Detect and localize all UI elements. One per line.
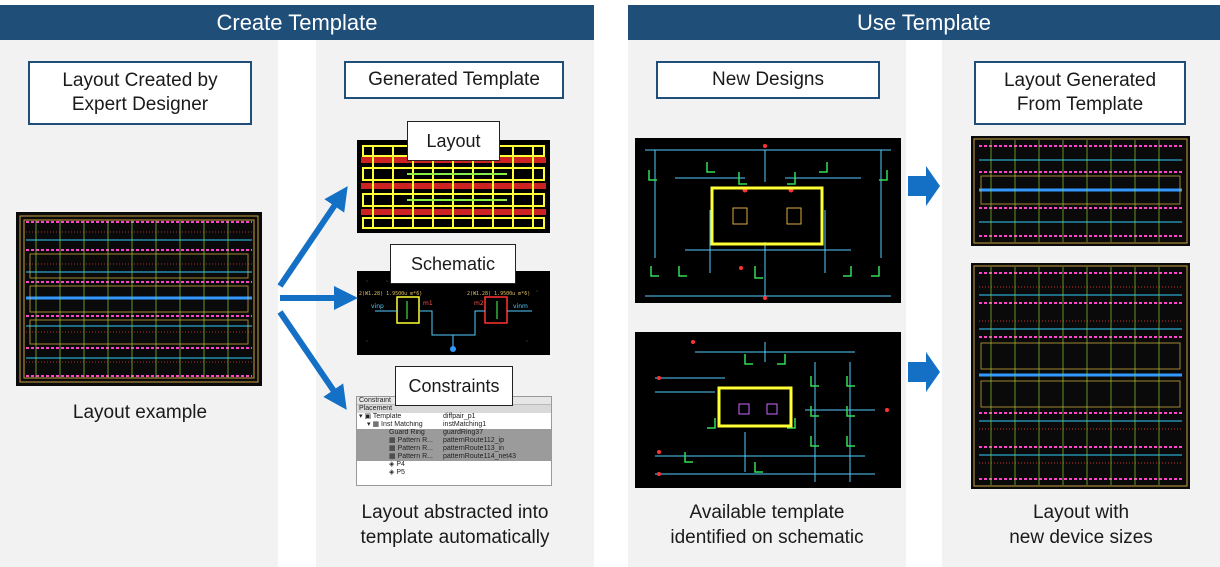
template-schematic-image: 2(W1.28) 1.9500u m*6) 2(W1.28) 1.9500u m… [357,271,550,355]
constraint-value: instMatching1 [443,421,487,428]
constraint-name-text: Inst Matching [381,421,423,428]
constraints-subheader: Placement [357,405,551,413]
tag-schematic: Schematic [390,244,516,284]
caption-generated-layout-line1: Layout with [1032,502,1130,523]
constraint-icon: ▦ [389,453,398,460]
constraint-value [443,461,551,469]
title-expert-line2: Expert Designer [71,94,209,115]
banner-create-template: Create Template [0,5,594,40]
constraint-value: patternRoute114_net43 [443,453,517,460]
title-generated-template: Generated Template [344,61,564,99]
constraint-name: ◈ P5 [357,469,443,477]
generated-layout-2-art [971,263,1190,489]
constraint-value: patternRoute113_in [443,445,504,452]
constraint-name: ◈ P4 [357,461,443,469]
title-layout-generated-line1: Layout Generated [1003,70,1157,91]
generated-layout-1 [971,136,1190,246]
banner-use-template: Use Template [628,5,1220,40]
constraint-icon: ◈ [389,469,397,476]
constraint-name-text: Guard Ring [389,429,425,436]
generated-layout-1-art [971,136,1190,246]
constraint-row[interactable]: ◈ P5 [357,469,551,477]
caption-new-designs-line2: identified on schematic [670,527,864,548]
constraint-icon: ▦ [389,437,398,444]
constraint-name-text: P5 [396,469,405,476]
constraint-name: ▦ Pattern R... [357,453,443,461]
constraint-row[interactable]: ◈ P4 [357,461,551,469]
schematic-dev-right: m2 [474,300,484,307]
tag-layout: Layout [407,121,500,161]
constraint-name: ▾ ▦ Inst Matching [357,421,443,429]
caption-generated-template: Layout abstracted into template automati… [320,500,590,550]
caption-new-designs-line1: Available template [689,502,845,523]
title-layout-generated: Layout Generated From Template [974,61,1186,125]
constraint-icon: ▾ ▦ [367,421,382,428]
constraint-row[interactable]: ▦ Pattern R...patternRoute113_in [357,445,551,453]
schematic-pin-left: vinp [371,303,384,310]
constraint-name-text: Template [372,413,402,420]
title-expert-layout: Layout Created by Expert Designer [28,61,252,125]
new-design-schematic-1-art [635,138,901,303]
constraint-name-text: Pattern R... [397,437,433,444]
caption-new-designs: Available template identified on schemat… [630,500,904,550]
title-new-designs: New Designs [656,61,880,99]
arrow-use-1 [908,166,940,206]
generated-layout-2 [971,263,1190,489]
new-design-schematic-2-art [635,332,901,488]
caption-generated-line1: Layout abstracted into [361,502,549,523]
constraint-value: diffpair_p1 [443,413,476,420]
schematic-pin-right: vinm [513,303,528,310]
caption-layout-example: Layout example [72,402,208,423]
constraint-name-text: Pattern R... [397,453,433,460]
constraint-name: ▦ Pattern R... [357,445,443,453]
constraint-value [443,469,551,477]
schematic-dev-left: m1 [423,300,433,307]
title-layout-generated-line2: From Template [1016,94,1144,115]
constraint-icon: ◈ [389,461,397,468]
constraint-name-text: P4 [396,461,405,468]
caption-generated-layout: Layout with new device sizes [946,500,1216,550]
constraint-name-text: Pattern R... [397,445,433,452]
constraint-icon: ▦ [389,445,398,452]
expert-layout-art [16,212,262,386]
constraint-value: guardRing37 [443,429,484,436]
constraint-row[interactable]: Guard Ring guardRing37 [357,429,551,437]
tag-constraints: Constraints [395,366,513,406]
constraint-row[interactable]: ▦ Pattern R...patternRoute112_ip [357,437,551,445]
constraint-icon: ▾ ▣ [359,413,373,420]
caption-generated-layout-line2: new device sizes [1009,527,1153,548]
new-design-schematic-1 [635,138,901,303]
constraint-row[interactable]: ▦ Pattern R...patternRoute114_net43 [357,453,551,461]
arrow-use-2 [908,352,940,392]
constraint-name: ▦ Pattern R... [357,437,443,445]
expert-layout-image [16,212,262,386]
schematic-param-right: 2(W1.28) 1.9500u m*6) [467,291,530,297]
template-schematic-art: 2(W1.28) 1.9500u m*6) 2(W1.28) 1.9500u m… [357,271,550,355]
constraint-value: patternRoute112_ip [443,437,504,444]
constraint-name: Guard Ring [357,429,443,437]
constraint-name: ▾ ▣ Template [357,413,443,421]
title-expert-line1: Layout Created by [62,70,218,91]
schematic-param-left: 2(W1.28) 1.9500u m*6) [359,291,422,297]
caption-generated-line2: template automatically [360,527,550,548]
new-design-schematic-2 [635,332,901,488]
